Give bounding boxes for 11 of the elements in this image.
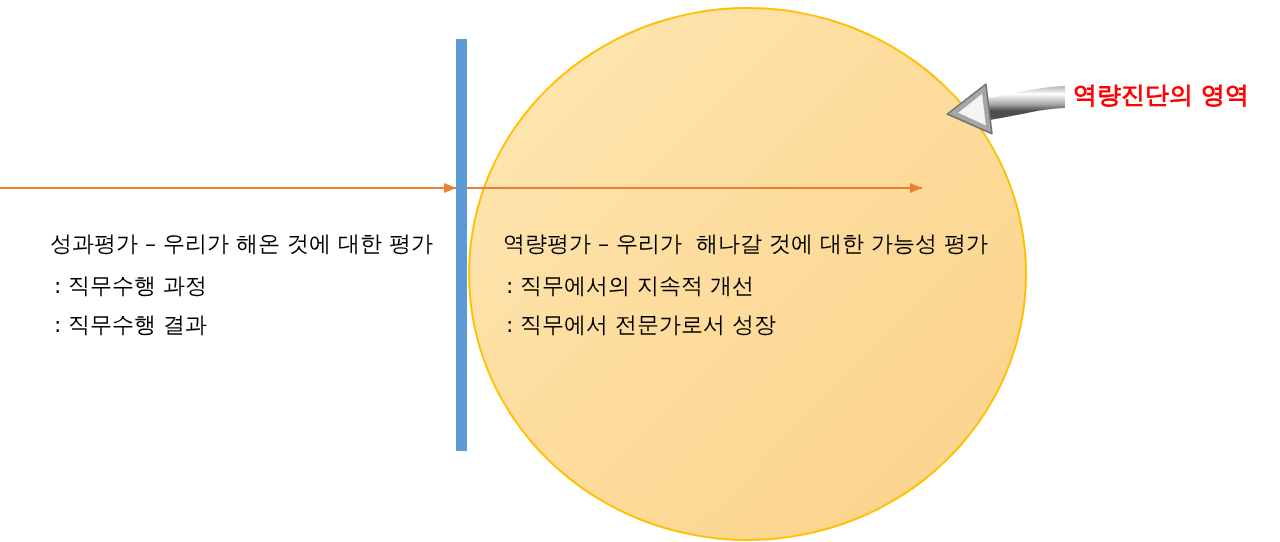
block-arrow: [945, 83, 1066, 135]
arrow: [0, 183, 457, 193]
divider-bar: [456, 39, 467, 451]
heading-text: 성과평가 – 우리가 해온 것에 대한 평가: [50, 230, 433, 258]
heading-text: 역량평가 – 우리가 해나갈 것에 대한 가능성 평가: [503, 230, 988, 258]
list-item-text: : 직무에서의 지속적 개선: [506, 272, 755, 300]
list-item-text: : 직무수행 결과: [54, 311, 208, 339]
list-item-text: : 직무에서 전문가로서 성장: [506, 311, 777, 339]
callout-label: 역량진단의 영역: [1073, 80, 1250, 110]
list-item-text: : 직무수행 과정: [54, 272, 208, 300]
arrow: [466, 183, 923, 193]
